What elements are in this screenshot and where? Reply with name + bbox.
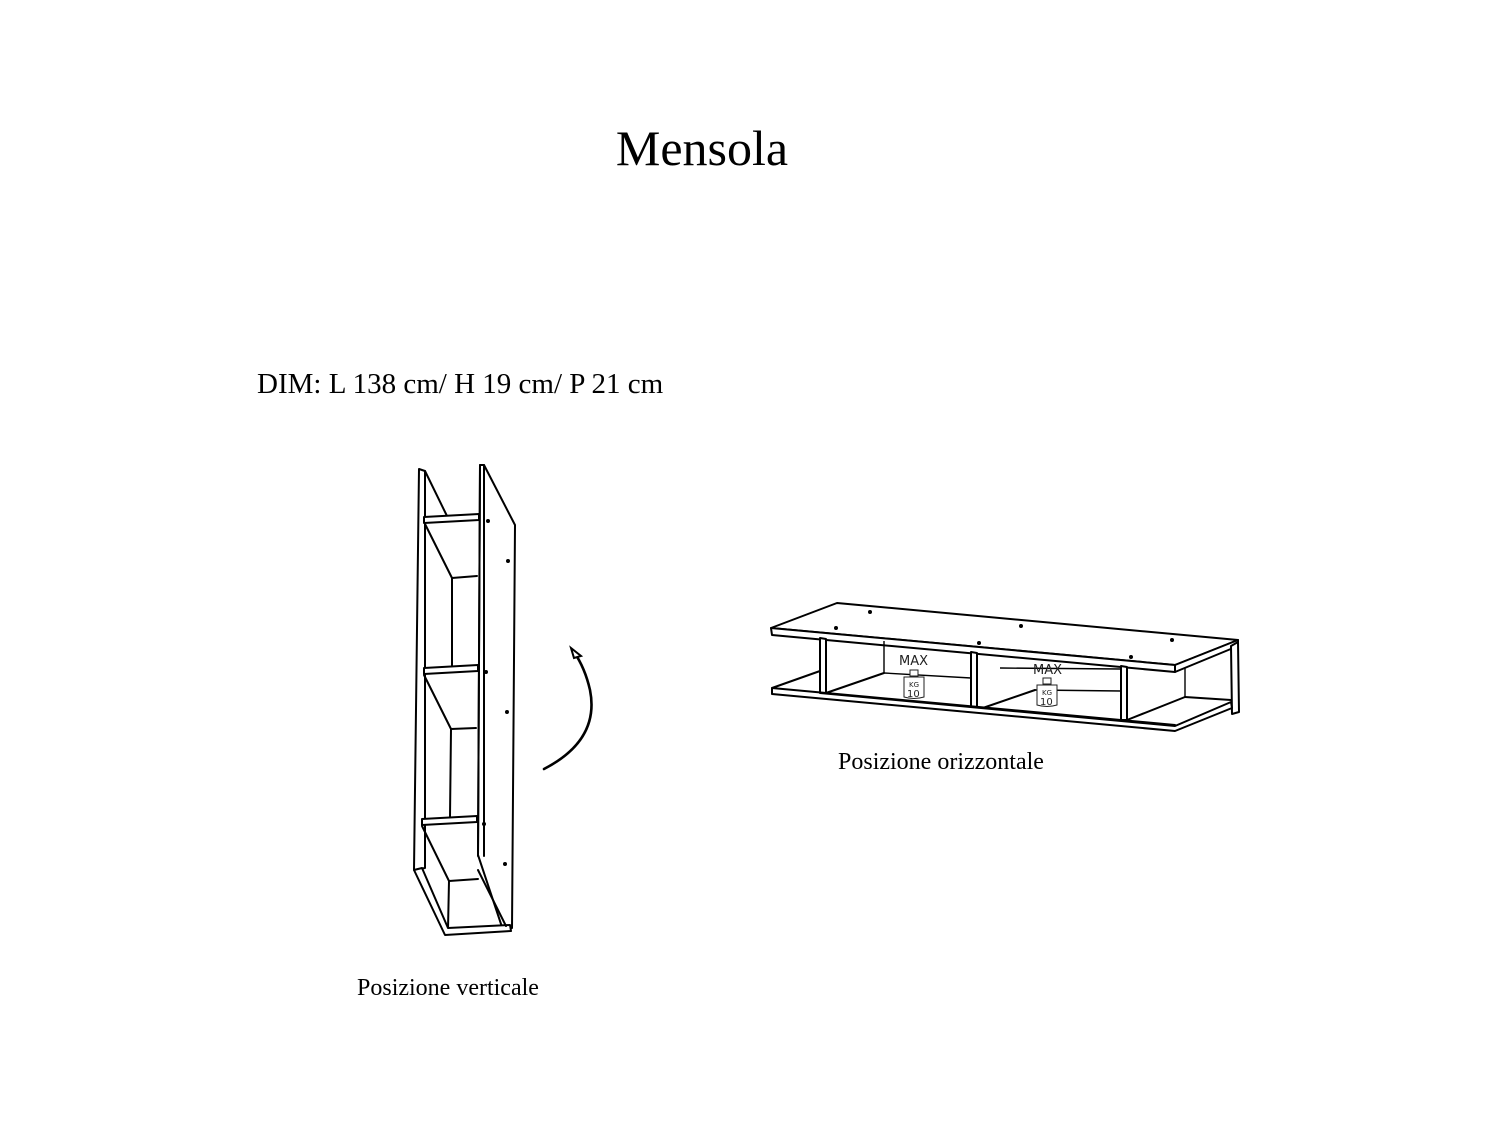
weight-icon: MAX KG 10 [899,654,928,700]
svg-text:KG: KG [1042,689,1052,697]
svg-text:10: 10 [1040,697,1053,708]
vertical-position-caption: Posizione verticale [357,975,539,1001]
dimensions-text: DIM: L 138 cm/ H 19 cm/ P 21 cm [257,368,664,400]
svg-text:10: 10 [907,689,920,700]
svg-text:MAX: MAX [899,654,928,669]
weight-icon: MAX KG 10 [1033,663,1062,708]
horizontal-position-caption: Posizione orizzontale [838,749,1044,775]
svg-text:MAX: MAX [1033,663,1062,678]
svg-text:KG: KG [909,681,919,689]
page-title: Mensola [615,120,789,176]
